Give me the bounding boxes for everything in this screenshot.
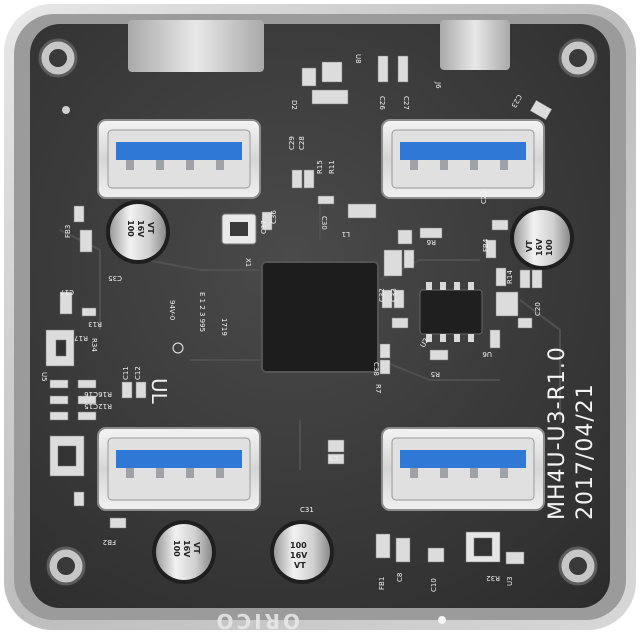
cap-c35-line3: VT — [146, 222, 155, 234]
label-u3: U3 — [506, 576, 514, 586]
usb-port-top-right[interactable] — [381, 119, 545, 199]
cap-c31-line1: 100 — [290, 541, 307, 550]
label-r13: R13 — [88, 320, 102, 328]
label-u8: U8 — [354, 54, 362, 64]
label-c17: C17 — [60, 288, 74, 296]
hub-controller-chip — [261, 261, 379, 373]
screw-bottom-right — [558, 546, 598, 586]
label-c33: C33 — [390, 288, 398, 302]
label-c10: C10 — [430, 578, 438, 592]
label-c28: C28 — [298, 136, 306, 150]
label-r5: R5 — [431, 370, 440, 378]
registered-mark-icon — [172, 342, 184, 354]
label-r32: R32 — [486, 574, 500, 582]
label-fb3: FB3 — [64, 225, 72, 238]
label-c8: C8 — [396, 573, 404, 582]
cap-c35-line1: 100 — [126, 220, 135, 237]
label-r17: R17 — [74, 334, 88, 342]
label-j6: J6 — [434, 81, 442, 89]
capacitor-c35: 100 16V VT — [106, 200, 170, 264]
label-l1: L1 — [342, 230, 350, 238]
capacitor-bottom-left: 100 16V VT — [152, 520, 216, 584]
label-d2: D2 — [290, 100, 298, 110]
label-c38: C38 — [372, 362, 380, 376]
screw-top-left — [38, 38, 78, 78]
small-ic-u2 — [419, 289, 483, 335]
cap-c31-line3: VT — [294, 561, 306, 570]
brand-text: ORICO — [213, 609, 300, 633]
board-date-text: 2017/04/21 — [573, 383, 598, 520]
cap-right-line2: 16V — [535, 238, 544, 256]
cap-bl-line1: 100 — [172, 540, 181, 557]
label-fb1: FB1 — [378, 577, 386, 590]
ul-logo-icon: UL — [147, 378, 171, 405]
label-u5: U5 — [40, 372, 48, 382]
screw-top-right — [558, 38, 598, 78]
label-c32: C32 — [378, 288, 386, 302]
cap-bl-line3: VT — [192, 542, 201, 554]
label-c30: C30 — [320, 216, 328, 230]
capacitor-right: VT 16V 100 — [510, 206, 574, 270]
board-model-text: MH4U-U3-R1.0 — [545, 346, 570, 520]
small-ic-pins — [426, 282, 474, 342]
label-c31: C31 — [300, 506, 314, 514]
label-c9: C9 — [329, 454, 338, 462]
label-c35: C35 — [108, 274, 122, 282]
usb-port-top-left[interactable] — [97, 119, 261, 199]
cap-bl-line2: 16V — [182, 540, 191, 558]
label-cert-1: 94V-0 — [168, 300, 176, 320]
label-r34: R34 — [90, 338, 98, 352]
label-c15: C15 — [84, 402, 98, 410]
screw-bottom-left — [46, 546, 86, 586]
label-c20: C20 — [534, 302, 542, 316]
smd-components — [45, 55, 553, 565]
label-r15: R15 — [316, 160, 324, 174]
label-c25: C25 — [480, 190, 488, 204]
label-u6: U6 — [482, 350, 492, 358]
label-cert-2: E 1 2 3 995 — [198, 292, 206, 332]
label-c26: C26 — [378, 96, 386, 110]
board-mounting-dot — [62, 106, 70, 114]
label-c29: C29 — [288, 136, 296, 150]
cap-right-line1: 100 — [545, 239, 554, 256]
label-c16: C16 — [84, 390, 98, 398]
cap-right-line3: VT — [525, 240, 534, 252]
label-r14: R14 — [506, 270, 514, 284]
led-indicator — [438, 616, 446, 624]
usb-port-bottom-left[interactable] — [97, 427, 261, 511]
label-cert-3: 1719 — [220, 318, 228, 336]
label-r7: R7 — [374, 384, 382, 393]
label-r16: R16 — [98, 390, 112, 398]
top-right-metal-tab — [440, 20, 510, 70]
label-r11: R11 — [328, 160, 336, 174]
label-fb4: FB4 — [482, 238, 490, 252]
label-c11: C11 — [122, 366, 130, 380]
label-r6: R6 — [426, 238, 436, 246]
label-c12: C12 — [134, 366, 142, 380]
usb-port-bottom-right[interactable] — [381, 427, 545, 511]
cap-c31-line2: 16V — [290, 551, 308, 560]
capacitor-c31: 100 16V VT — [270, 520, 334, 584]
label-r12: R12 — [98, 402, 112, 410]
top-left-metal-tab — [128, 20, 264, 72]
cap-c35-line2: 16V — [136, 220, 145, 238]
label-fb2: FB2 — [103, 538, 116, 546]
label-x1: X1 — [244, 258, 252, 267]
label-c27: C27 — [402, 96, 410, 110]
label-u2: U2 — [419, 337, 431, 349]
label-c37: C37 — [260, 220, 268, 234]
label-c36: C36 — [270, 210, 278, 224]
